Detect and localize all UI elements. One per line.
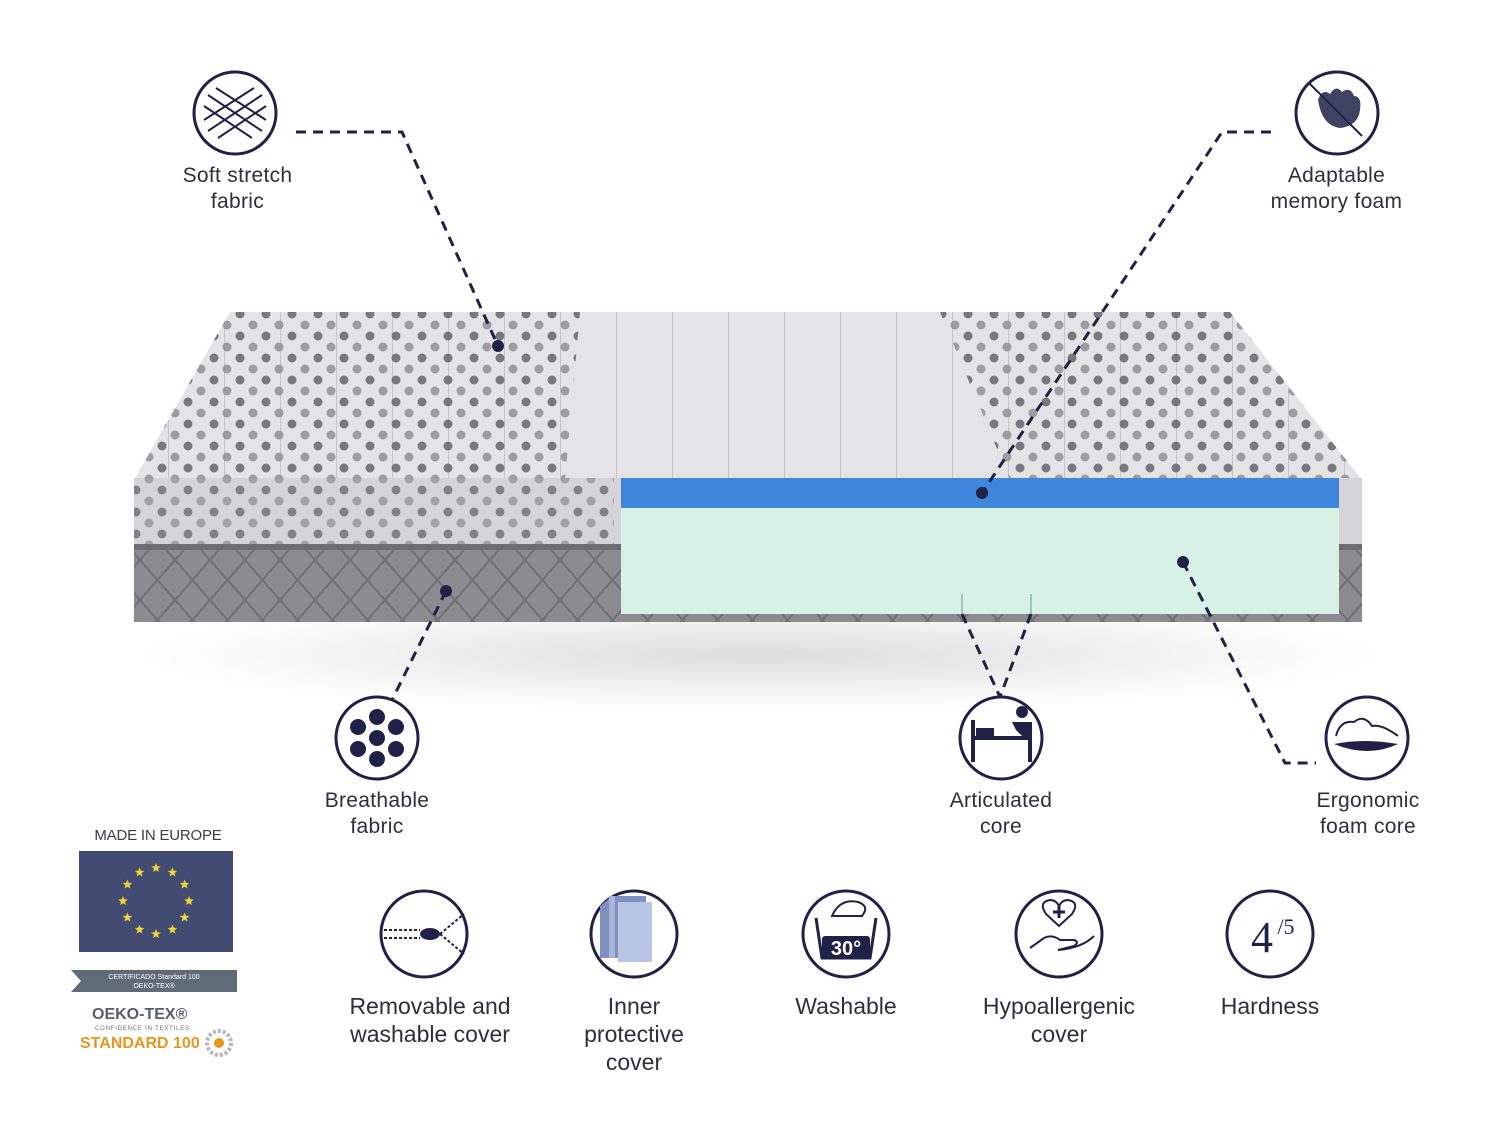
callout-ergonomic-foam-core: Ergonomic foam core	[1298, 788, 1438, 840]
hardness-value: 4	[1251, 913, 1273, 962]
removable-zip-icon	[379, 889, 469, 979]
ergonomic-foam-icon	[1324, 695, 1410, 781]
callout-label-line: fabric	[350, 815, 404, 838]
feature-removable-washable-cover: Removable and washable cover	[330, 992, 530, 1048]
oeko-tex-flower-logo	[205, 1029, 233, 1057]
hypoallergenic-hand-heart-icon	[1014, 889, 1104, 979]
eu-star	[122, 912, 133, 922]
hardness-scale: /5	[1277, 914, 1294, 939]
eu-star	[134, 867, 145, 877]
callout-soft-stretch-fabric: Soft stretch fabric	[160, 163, 315, 215]
callout-label-line: Ergonomic	[1316, 789, 1420, 812]
eu-star	[179, 879, 190, 889]
mattress-illustration	[134, 312, 1362, 622]
callout-label-line: Soft stretch	[182, 164, 293, 187]
callout-dots	[440, 340, 1189, 597]
oeko-tex-tagline: CONFIDENCE IN TEXTILES	[95, 1026, 190, 1032]
hardness-rating-icon: 4 /5	[1225, 889, 1315, 979]
eu-star	[167, 924, 178, 934]
feature-label-line: cover	[605, 1049, 663, 1075]
certification-band: CERTIFICADO Standard 100 OEKO-TEX®	[71, 970, 237, 992]
feature-label-line: washable cover	[350, 1021, 510, 1047]
oeko-tex-standard: STANDARD 100	[80, 1035, 200, 1052]
fabric-weave-icon	[192, 70, 278, 156]
feature-label-line: cover	[1030, 1021, 1088, 1047]
feature-label-line: Washable	[795, 993, 897, 1019]
floor-shadow	[140, 600, 1380, 710]
callout-label-line: Breathable	[324, 789, 430, 812]
callout-label-line: foam core	[1319, 815, 1417, 838]
callout-adaptable-memory-foam: Adaptable memory foam	[1258, 163, 1415, 215]
oeko-tex-name: OEKO-TEX®	[92, 1006, 188, 1023]
eu-star	[179, 912, 190, 922]
feature-label-line: Hypoallergenic	[982, 993, 1136, 1019]
callout-articulated-core: Articulated core	[930, 788, 1072, 840]
articulated-bed-icon	[958, 695, 1044, 781]
feature-label-line: Inner	[607, 993, 661, 1019]
inner-cover-icon	[589, 889, 679, 979]
callout-label-line: fabric	[210, 190, 265, 213]
callout-label-line: memory foam	[1270, 190, 1403, 213]
feature-label-line: Removable and	[349, 993, 511, 1019]
made-in-europe-label: MADE IN EUROPE	[94, 827, 222, 844]
eu-star	[151, 863, 161, 872]
eu-star	[184, 896, 194, 905]
memory-foam-hand-icon	[1294, 70, 1380, 156]
callout-label-line: core	[979, 815, 1023, 838]
feature-label-line: Hardness	[1220, 993, 1320, 1019]
feature-hypoallergenic-cover: Hypoallergenic cover	[964, 992, 1154, 1048]
washable-temperature: 30°	[831, 938, 861, 960]
certification-band-line: CERTIFICADO Standard 100	[108, 974, 200, 981]
feature-hardness: Hardness	[1200, 992, 1340, 1020]
feature-label-line: protective	[584, 1021, 684, 1047]
washable-30-icon: 30°	[801, 889, 891, 979]
feature-washable: Washable	[776, 992, 916, 1020]
certification-band-line: OEKO-TEX®	[133, 983, 175, 990]
callout-breathable-fabric: Breathable fabric	[307, 788, 447, 840]
eu-flag-logo	[79, 851, 233, 952]
eu-star	[118, 896, 128, 905]
eu-star	[122, 879, 133, 889]
eu-star	[134, 924, 145, 934]
feature-inner-protective-cover: Inner protective cover	[564, 992, 704, 1076]
callout-label-line: Adaptable	[1287, 164, 1386, 187]
eu-star	[167, 867, 178, 877]
callout-label-line: Articulated	[949, 789, 1053, 812]
breathable-holes-icon	[334, 695, 420, 781]
eu-star	[151, 929, 161, 938]
